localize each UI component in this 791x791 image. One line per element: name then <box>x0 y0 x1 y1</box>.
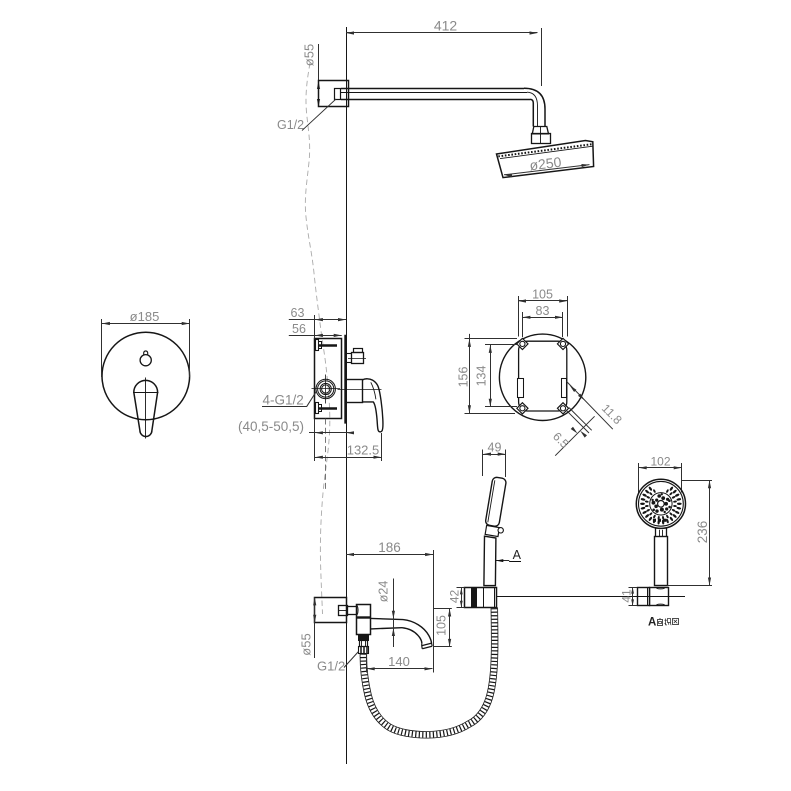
svg-text:63: 63 <box>291 306 305 320</box>
svg-text:83: 83 <box>536 304 550 318</box>
svg-text:56: 56 <box>292 322 306 336</box>
svg-text:(40,5-50,5): (40,5-50,5) <box>238 419 304 434</box>
svg-text:186: 186 <box>378 540 401 555</box>
svg-text:105: 105 <box>532 288 553 302</box>
svg-text:G1/2: G1/2 <box>277 118 304 132</box>
svg-text:ø55: ø55 <box>302 44 317 66</box>
svg-text:A: A <box>513 548 522 562</box>
svg-text:ø250: ø250 <box>529 154 563 174</box>
svg-text:ø24: ø24 <box>377 581 391 603</box>
svg-text:134: 134 <box>475 366 489 387</box>
svg-text:A: A <box>648 617 656 629</box>
svg-text:102: 102 <box>650 454 670 468</box>
svg-text:ø55: ø55 <box>299 633 314 655</box>
svg-text:ø185: ø185 <box>130 309 160 324</box>
svg-text:41: 41 <box>620 589 634 603</box>
svg-text:132.5: 132.5 <box>347 443 380 458</box>
svg-text:49: 49 <box>488 441 502 455</box>
svg-text:236: 236 <box>695 521 710 544</box>
svg-text:42: 42 <box>448 590 462 604</box>
svg-text:4-G1/2: 4-G1/2 <box>263 393 304 408</box>
svg-text:156: 156 <box>457 367 471 388</box>
svg-text:412: 412 <box>434 18 458 34</box>
svg-text:140: 140 <box>388 654 410 669</box>
svg-text:G1/2: G1/2 <box>317 659 345 674</box>
svg-text:105: 105 <box>435 615 449 636</box>
